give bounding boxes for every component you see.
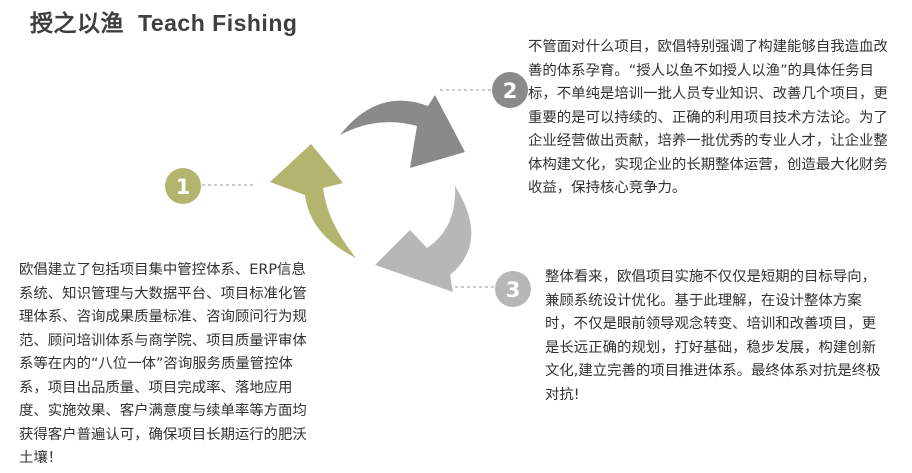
page-title: 授之以渔 Teach Fishing bbox=[30, 4, 297, 38]
title-en: Teach Fishing bbox=[138, 10, 298, 36]
title-zh: 授之以渔 bbox=[30, 11, 124, 37]
step-text-3: 整体看来，欧倡项目实施不仅仅是短期的目标导向，兼顾系统设计优化。基于此理解，在设… bbox=[545, 269, 881, 403]
step-number-2: 2 bbox=[503, 79, 518, 103]
cycle-arrow-1 bbox=[270, 144, 356, 258]
step-text-1: 欧倡建立了包括项目集中管控体系、ERP信息系统、知识管理与大数据平台、项目标准化… bbox=[19, 262, 307, 466]
step-text-2: 不管面对什么项目，欧倡特别强调了构建能够自我造血改善的体系孕育。“授人以鱼不如授… bbox=[528, 39, 888, 196]
step-badge-3: 3 bbox=[495, 271, 531, 307]
cycle-arrow-3 bbox=[375, 186, 472, 292]
step-number-1: 1 bbox=[176, 175, 191, 199]
step-number-3: 3 bbox=[506, 278, 521, 302]
step-badge-2: 2 bbox=[492, 72, 528, 108]
step-badge-1: 1 bbox=[165, 168, 201, 204]
cycle-arrow-2 bbox=[340, 95, 465, 168]
